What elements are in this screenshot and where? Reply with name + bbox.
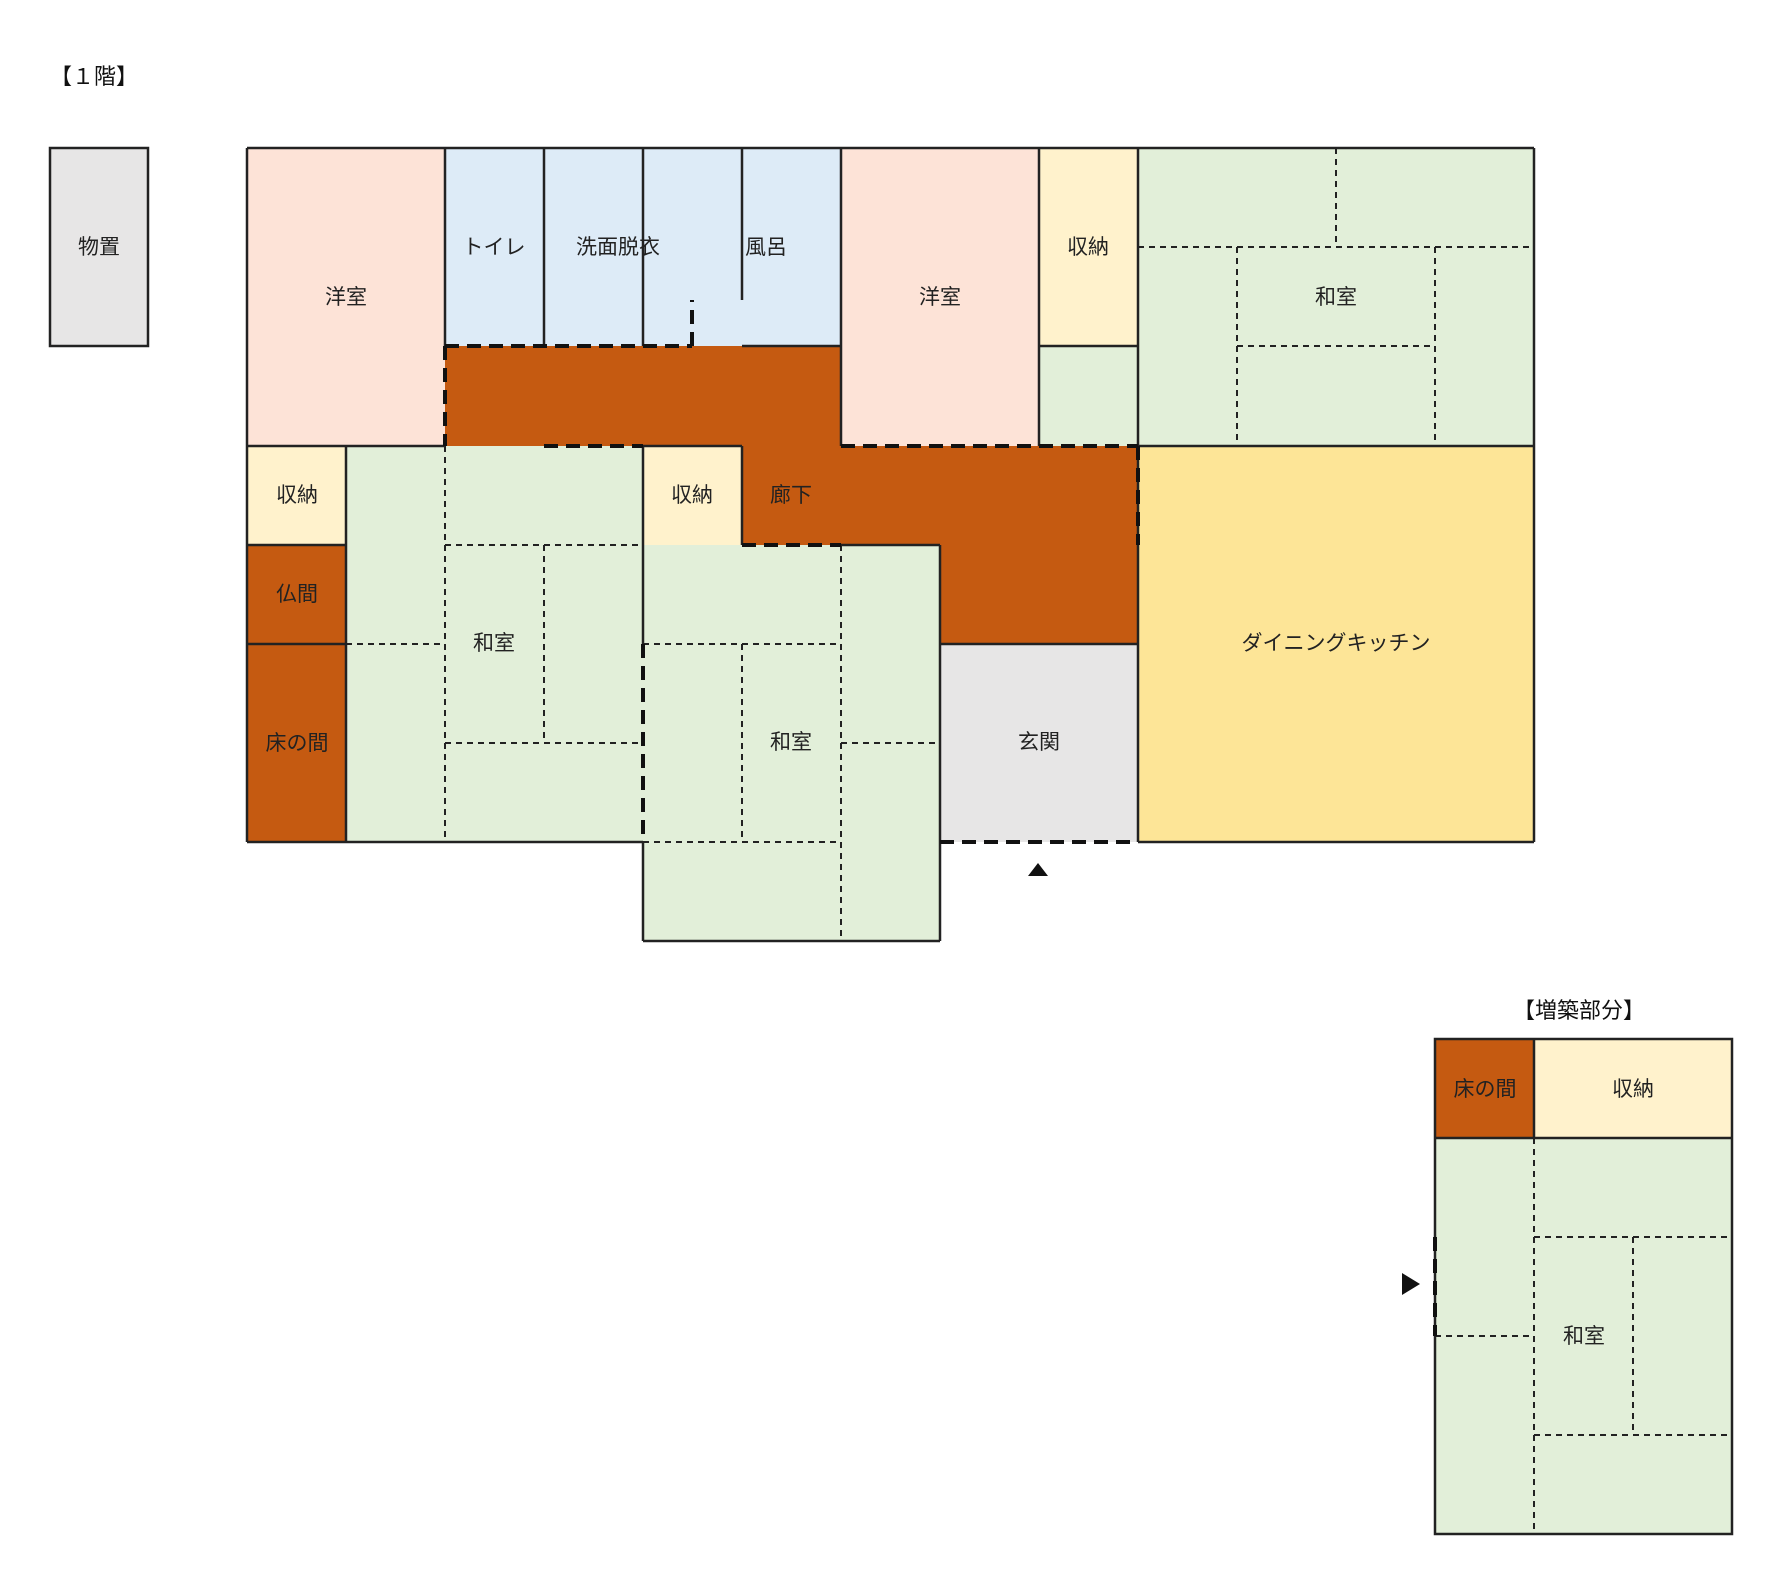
dining-kitchen-floor (1138, 446, 1534, 842)
room-label-hallway: 廊下 (770, 483, 812, 507)
room-label-annex-storage: 収納 (1612, 1077, 1654, 1101)
annex-title: 【増築部分】 (1513, 999, 1645, 1024)
room-label-butsuma: 仏間 (276, 582, 318, 606)
room-label-western-2: 洋室 (919, 285, 961, 309)
room-label-annex-tokonoma: 床の間 (1454, 1077, 1517, 1101)
butsuma-tokonoma (247, 545, 346, 842)
storage-top (1039, 148, 1138, 346)
room-label-storage-left: 収納 (276, 483, 318, 507)
tatami-small (1039, 346, 1138, 446)
room-label-bath: 風呂 (745, 235, 787, 259)
room-label-annex-washitsu: 和室 (1563, 1324, 1605, 1348)
walls (48, 146, 1734, 1536)
floor-title: 【１階】 (50, 65, 138, 90)
room-label-washitsu-c: 和室 (770, 730, 812, 754)
annex-entrance-arrow-icon (1402, 1273, 1420, 1295)
room-label-storage-mid: 収納 (671, 483, 713, 507)
room-label-genkan: 玄関 (1018, 730, 1060, 754)
room-label-dining-kitchen: ダイニングキッチン (1242, 631, 1431, 655)
annex-tokonoma-floor (1435, 1039, 1534, 1138)
shed-room (50, 148, 148, 346)
room-label-washitsu-w: 和室 (473, 631, 515, 655)
room-label-storage-top: 収納 (1067, 235, 1109, 259)
storage-mid (643, 446, 742, 545)
room-label-tokonoma: 床の間 (266, 731, 329, 755)
room-label-western-1: 洋室 (325, 285, 367, 309)
western-room-2 (841, 148, 1039, 446)
storage-left (247, 446, 346, 545)
annex-storage-floor (1534, 1039, 1732, 1138)
room-label-washroom: 洗面脱衣 (576, 235, 660, 259)
genkan-floor (940, 644, 1138, 842)
room-label-shed: 物置 (78, 235, 120, 259)
openings (443, 300, 1437, 1336)
entrance-arrow-icon (1028, 863, 1048, 876)
room-label-toilet: トイレ (463, 235, 526, 259)
hallway-floor (445, 346, 1138, 644)
tatami-lines (346, 148, 1732, 1534)
room-label-washitsu-ne: 和室 (1315, 285, 1357, 309)
western-room-1 (247, 148, 445, 446)
